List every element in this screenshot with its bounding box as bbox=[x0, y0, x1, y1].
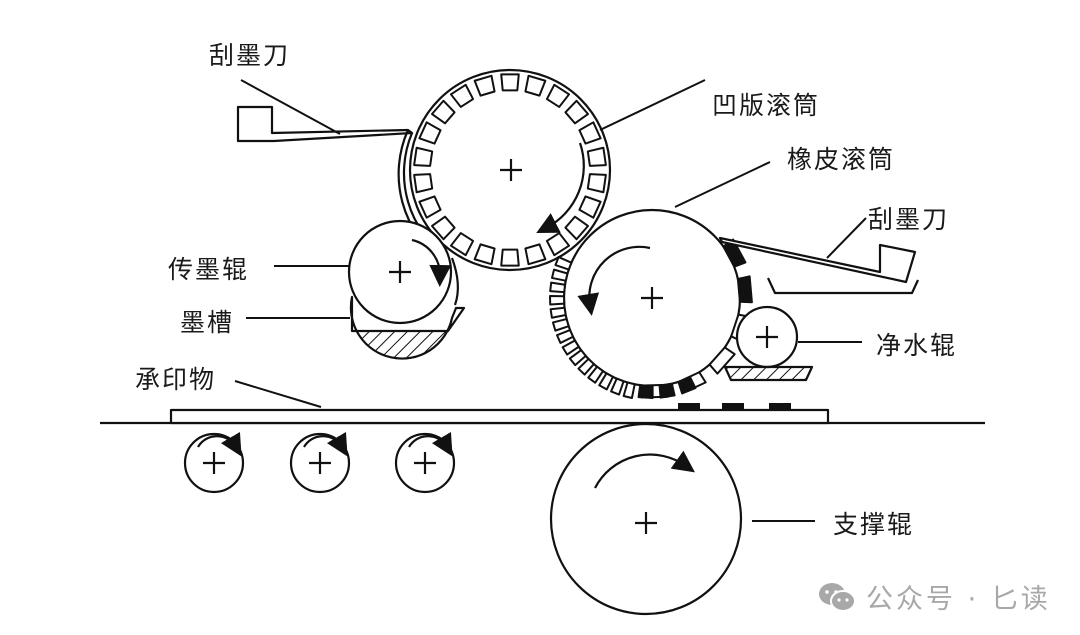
blanket-cell bbox=[549, 294, 566, 306]
conveyor-roller-3 bbox=[394, 431, 456, 494]
gravure-cell bbox=[564, 99, 589, 125]
ink-trough bbox=[349, 257, 466, 360]
ink-transfer-roller bbox=[347, 219, 453, 325]
conveyor-roller-2 bbox=[289, 431, 351, 494]
blanket-cell bbox=[554, 256, 573, 271]
gravure-cell bbox=[418, 195, 442, 219]
label-blanket-cylinder: 橡皮滚筒 bbox=[787, 145, 896, 174]
cleaning-roller bbox=[723, 305, 814, 382]
support-roller bbox=[549, 422, 743, 616]
wechat-icon bbox=[819, 582, 856, 612]
label-doctor-blade-right: 刮墨刀 bbox=[868, 205, 950, 234]
blanket-cell bbox=[549, 306, 567, 319]
support-rotation-arrow bbox=[594, 450, 695, 489]
gravure-cell bbox=[586, 173, 607, 194]
gravure-cell bbox=[578, 121, 602, 145]
gravure-cylinder bbox=[408, 68, 612, 272]
blanket-ink-cell bbox=[736, 275, 753, 304]
blanket-cell bbox=[587, 365, 604, 384]
gravure-cell bbox=[545, 232, 571, 257]
blanket-cell bbox=[598, 372, 614, 391]
blanket-cell bbox=[568, 349, 587, 367]
label-doctor-blade-left: 刮墨刀 bbox=[209, 41, 291, 70]
gravure-cell bbox=[418, 121, 442, 145]
gravure-cell bbox=[564, 215, 589, 241]
blanket-ink-cell bbox=[677, 376, 697, 395]
blanket-cell bbox=[551, 318, 570, 332]
label-ink-trough: 墨槽 bbox=[180, 308, 235, 337]
blanket-rotation-arrow bbox=[577, 245, 651, 316]
blanket-cell bbox=[622, 381, 636, 400]
gravure-cell bbox=[473, 243, 496, 266]
ink-roller-rotation-arrow bbox=[411, 238, 452, 287]
label-gravure-cylinder: 凹版滚筒 bbox=[712, 91, 821, 120]
gravure-cell bbox=[500, 73, 520, 92]
gravure-cell bbox=[431, 215, 456, 241]
label-support-roller: 支撑辊 bbox=[833, 510, 915, 539]
doctor-blade-right bbox=[718, 236, 919, 295]
label-substrate: 承印物 bbox=[135, 365, 217, 394]
blanket-cell bbox=[550, 268, 569, 282]
blanket-cell bbox=[708, 346, 736, 375]
gravure-cell bbox=[524, 243, 547, 266]
gravure-cell bbox=[545, 83, 571, 108]
blanket-cylinder bbox=[549, 208, 753, 400]
gravure-rotation-arrow bbox=[536, 142, 585, 234]
gravure-cell bbox=[500, 248, 520, 267]
label-ink-transfer-roller: 传墨辊 bbox=[168, 255, 250, 284]
blanket-cell bbox=[555, 329, 575, 344]
gravure-cell bbox=[449, 232, 475, 257]
gravure-cell bbox=[431, 99, 456, 125]
gravure-cell bbox=[524, 74, 547, 97]
gravure-cell bbox=[586, 146, 607, 167]
blanket-cell bbox=[610, 377, 625, 396]
substrate-sheet bbox=[169, 408, 830, 425]
gravure-cell bbox=[578, 195, 602, 219]
watermark: 公众号 · 匕读 bbox=[818, 577, 1051, 616]
leader-lines bbox=[234, 79, 867, 522]
watermark-text: 公众号 · 匕读 bbox=[866, 584, 1051, 615]
blanket-ink-cell bbox=[637, 384, 654, 399]
gravure-cell bbox=[413, 146, 434, 167]
blanket-cell bbox=[561, 339, 580, 356]
conveyor-roller-1 bbox=[183, 431, 245, 494]
blanket-ink-cell bbox=[658, 382, 676, 399]
gravure-cell bbox=[473, 74, 496, 97]
label-cleaning-roller: 净水辊 bbox=[876, 331, 958, 360]
blanket-cell bbox=[549, 281, 567, 294]
gravure-cell bbox=[413, 173, 434, 194]
printed-ink-marks bbox=[678, 403, 791, 410]
blanket-cell bbox=[577, 357, 595, 376]
gravure-cell bbox=[449, 83, 475, 108]
